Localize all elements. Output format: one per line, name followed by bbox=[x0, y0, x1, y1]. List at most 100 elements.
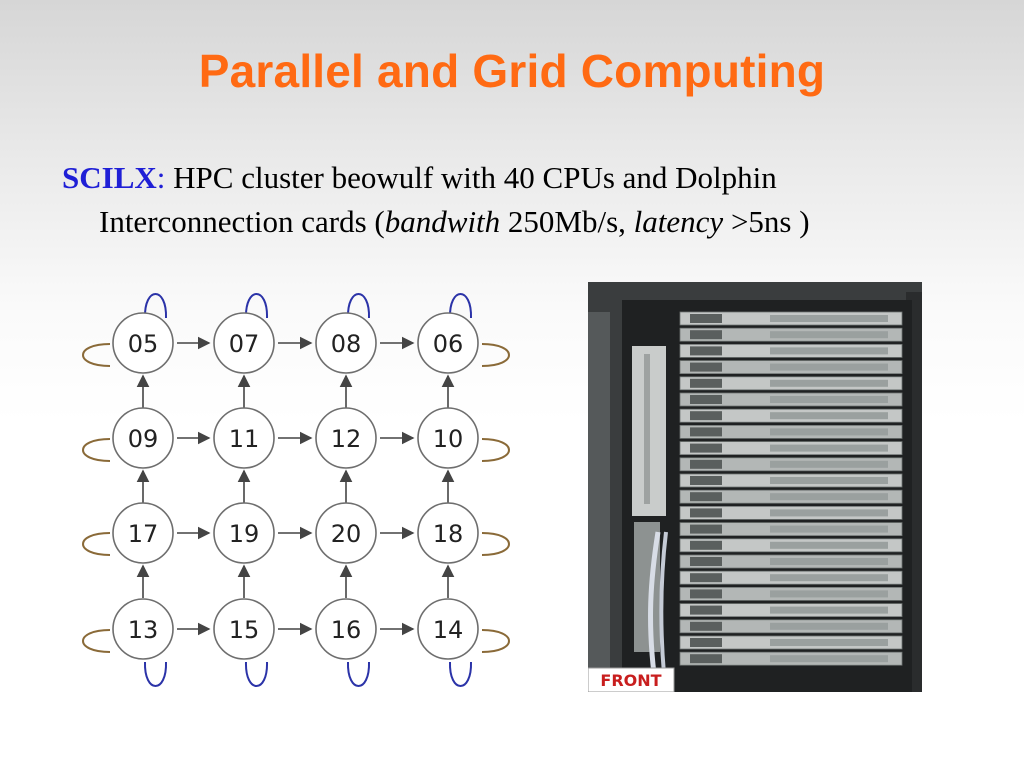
bottom-loop bbox=[244, 661, 269, 687]
bullet-line1: HPC cluster beowulf with 40 CPUs and Dol… bbox=[165, 160, 777, 195]
vent-panel bbox=[770, 574, 888, 582]
left-loop bbox=[82, 629, 111, 653]
top-loop bbox=[448, 293, 473, 319]
drive-bay bbox=[690, 378, 722, 388]
nodes bbox=[112, 312, 479, 660]
vent-panel bbox=[770, 590, 888, 598]
vent-panel bbox=[770, 477, 888, 484]
node-label: 11 bbox=[229, 425, 260, 453]
node-label: 06 bbox=[433, 330, 464, 358]
top-loops bbox=[143, 293, 473, 319]
rack-door-left bbox=[588, 312, 610, 692]
node-label: 15 bbox=[229, 616, 260, 644]
bottom-loop bbox=[448, 661, 473, 687]
vent-panel bbox=[770, 558, 888, 565]
left-loop bbox=[82, 438, 111, 462]
node-label: 05 bbox=[128, 330, 159, 358]
drive-bay bbox=[690, 638, 722, 647]
node bbox=[213, 598, 275, 660]
node bbox=[112, 407, 174, 469]
vent-panel bbox=[770, 606, 888, 614]
caption-box bbox=[588, 667, 675, 692]
top-loop bbox=[244, 293, 269, 319]
vent-panel bbox=[770, 460, 888, 468]
node-label: 20 bbox=[331, 520, 362, 548]
node bbox=[417, 598, 479, 660]
vent-panel bbox=[770, 331, 888, 339]
drive-bay bbox=[690, 411, 722, 421]
node bbox=[112, 312, 174, 374]
vent-panel bbox=[770, 509, 888, 517]
left-loop bbox=[82, 343, 111, 367]
top-loop bbox=[346, 293, 371, 319]
node-label: 08 bbox=[331, 330, 362, 358]
node bbox=[417, 407, 479, 469]
vent-panel bbox=[770, 428, 888, 436]
drive-bay bbox=[690, 654, 722, 664]
bottom-loop bbox=[346, 661, 371, 687]
node-label: 13 bbox=[128, 616, 159, 644]
vent-panel bbox=[770, 315, 888, 322]
vent-panel bbox=[770, 639, 888, 646]
bullet-line2: Interconnection cards (bandwith 250Mb/s,… bbox=[62, 200, 962, 244]
bottom-loops bbox=[143, 661, 473, 687]
top-loop bbox=[143, 293, 168, 319]
vent-panel bbox=[770, 525, 888, 533]
node bbox=[112, 502, 174, 564]
torus-topology-diagram: 05 07 08 06 09 11 12 10 17 19 20 18 13 1… bbox=[82, 293, 510, 687]
node-label: 09 bbox=[128, 425, 159, 453]
drive-bay bbox=[690, 605, 722, 615]
server-rack-photo: FRONT bbox=[588, 282, 922, 692]
node-label: 07 bbox=[229, 330, 260, 358]
node bbox=[417, 502, 479, 564]
node-label: 17 bbox=[128, 520, 159, 548]
drive-bay bbox=[690, 540, 722, 550]
latency-value: >5ns ) bbox=[723, 204, 810, 239]
drive-bay bbox=[690, 621, 722, 631]
bullet-lead: SCILX bbox=[62, 160, 157, 195]
drive-bay bbox=[690, 557, 722, 566]
cable-bundle bbox=[648, 531, 661, 675]
node bbox=[112, 598, 174, 660]
node-label: 10 bbox=[433, 425, 464, 453]
drive-bay bbox=[690, 524, 722, 534]
bandwidth-value: 250Mb/s, bbox=[500, 204, 634, 239]
vertical-links bbox=[136, 374, 455, 598]
left-loops bbox=[82, 343, 111, 653]
vent-panel bbox=[770, 412, 888, 420]
bullet-text: SCILX: HPC cluster beowulf with 40 CPUs … bbox=[62, 156, 962, 244]
vent-panel bbox=[770, 379, 888, 387]
cable-bundle bbox=[659, 531, 668, 675]
right-loop bbox=[481, 629, 510, 653]
drive-bay bbox=[690, 508, 722, 518]
drive-bay bbox=[690, 362, 722, 372]
node bbox=[315, 598, 377, 660]
drive-bay bbox=[690, 589, 722, 599]
drive-bay bbox=[690, 492, 722, 502]
node bbox=[315, 502, 377, 564]
drive-bay bbox=[690, 476, 722, 485]
node-label: 12 bbox=[331, 425, 362, 453]
left-loop bbox=[82, 532, 111, 556]
drive-bay bbox=[690, 459, 722, 469]
vent-panel bbox=[770, 396, 888, 403]
bandwidth-label: bandwith bbox=[384, 204, 501, 239]
drive-bay bbox=[690, 346, 722, 356]
node-label: 14 bbox=[433, 616, 464, 644]
right-loop bbox=[481, 343, 510, 367]
caption-text: FRONT bbox=[600, 671, 661, 690]
node bbox=[213, 312, 275, 374]
node-label: 16 bbox=[331, 616, 362, 644]
right-loop bbox=[481, 532, 510, 556]
bottom-loop bbox=[143, 661, 168, 687]
node-label: 19 bbox=[229, 520, 260, 548]
drive-bay bbox=[690, 330, 722, 340]
node bbox=[315, 312, 377, 374]
vent-panel bbox=[770, 493, 888, 501]
vent-panel bbox=[770, 363, 888, 371]
drive-bay bbox=[690, 314, 722, 323]
drive-bay bbox=[690, 395, 722, 404]
vent-panel bbox=[770, 655, 888, 663]
drive-bay bbox=[690, 443, 722, 453]
right-loops bbox=[481, 343, 510, 653]
